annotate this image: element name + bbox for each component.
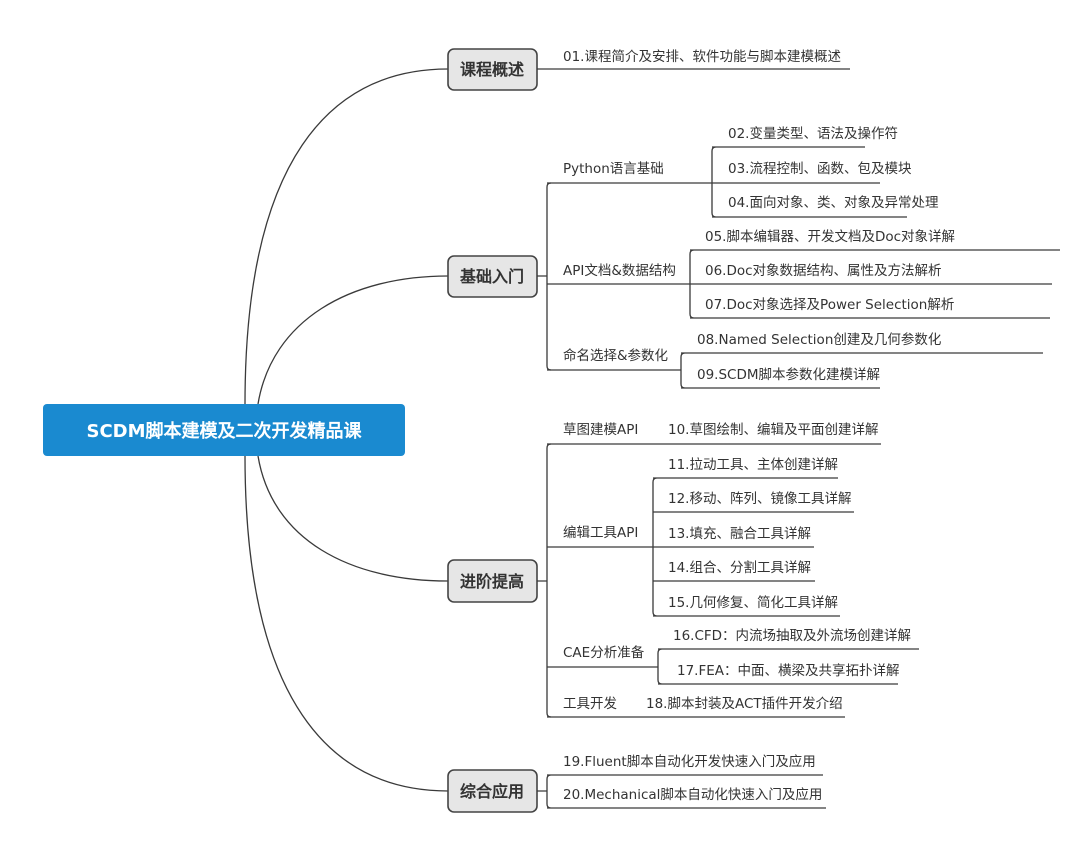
leaf-topic[interactable]: 06.Doc对象数据结构、属性及方法解析 xyxy=(705,263,942,279)
group-python-basics[interactable]: Python语言基础 xyxy=(563,160,664,177)
connector-curve xyxy=(257,275,449,405)
leaf-topic[interactable]: 13.填充、融合工具详解 xyxy=(668,526,811,542)
leaf-topic[interactable]: 09.SCDM脚本参数化建模详解 xyxy=(697,366,880,383)
leaf-lines xyxy=(711,146,907,218)
leaf-topic[interactable]: 03.流程控制、函数、包及模块 xyxy=(728,161,912,177)
leaf-topic[interactable]: 14.组合、分割工具详解 xyxy=(668,559,811,576)
leaf-topic[interactable]: 18.脚本封装及ACT插件开发介绍 xyxy=(646,696,843,712)
group-underlines xyxy=(547,182,712,371)
leaf-lines xyxy=(652,477,854,617)
section-title: 进阶提高 xyxy=(460,572,524,591)
leaf-topic[interactable]: 17.FEA：中面、横梁及共享拓扑详解 xyxy=(677,662,900,679)
group-tool-dev[interactable]: 工具开发 xyxy=(563,696,617,712)
root-box xyxy=(43,404,405,456)
section-title: 基础入门 xyxy=(459,267,524,286)
group-api-docs[interactable]: API文档&数据结构 xyxy=(563,263,676,279)
leaf-topic[interactable]: 02.变量类型、语法及操作符 xyxy=(728,126,898,142)
leaf-lines xyxy=(689,249,1060,319)
group-cae-prep[interactable]: CAE分析准备 xyxy=(563,644,645,661)
root-node[interactable]: SCDM脚本建模及二次开发精品课 xyxy=(43,404,405,456)
connector-curve xyxy=(244,68,449,405)
leaf-lines xyxy=(537,774,826,809)
leaf-topic[interactable]: 08.Named Selection创建及几何参数化 xyxy=(697,331,941,348)
section-applications[interactable]: 综合应用 xyxy=(447,769,538,813)
leaf-topic[interactable]: 15.几何修复、简化工具详解 xyxy=(668,594,838,611)
connector-curve xyxy=(257,455,449,582)
connector-curve xyxy=(244,455,449,792)
group-named-selection[interactable]: 命名选择&参数化 xyxy=(563,347,668,364)
leaf-topic[interactable]: 11.拉动工具、主体创建详解 xyxy=(668,457,838,473)
leaf-topic[interactable]: 10.草图绘制、编辑及平面创建详解 xyxy=(668,422,878,438)
leaf-topic[interactable]: 20.Mechanical脚本自动化快速入门及应用 xyxy=(563,786,822,803)
leaf-topic[interactable]: 07.Doc对象选择及Power Selection解析 xyxy=(705,297,954,313)
leaf-lines xyxy=(680,352,1043,389)
section-basics[interactable]: 基础入门 xyxy=(447,255,538,298)
leaf-topic[interactable]: 12.移动、阵列、镜像工具详解 xyxy=(668,491,851,507)
leaf-topic[interactable]: 04.面向对象、类、对象及异常处理 xyxy=(728,195,939,211)
root-title: SCDM脚本建模及二次开发精品课 xyxy=(86,420,362,442)
group-edit-tools-api[interactable]: 编辑工具API xyxy=(563,525,638,541)
bracket xyxy=(537,443,552,718)
section-title: 综合应用 xyxy=(460,782,524,801)
section-title: 课程概述 xyxy=(460,60,524,79)
leaf-topic[interactable]: 05.脚本编辑器、开发文档及Doc对象详解 xyxy=(705,229,955,245)
section-advanced[interactable]: 进阶提高 xyxy=(447,559,538,603)
leaf-topic[interactable]: 19.Fluent脚本自动化开发快速入门及应用 xyxy=(563,753,816,770)
section-course-overview[interactable]: 课程概述 xyxy=(447,48,538,91)
leaf-topic[interactable]: 16.CFD：内流场抽取及外流场创建详解 xyxy=(673,628,911,644)
bracket xyxy=(537,182,552,371)
leaf-topic[interactable]: 01.课程简介及安排、软件功能与脚本建模概述 xyxy=(563,48,841,65)
leaf-lines xyxy=(657,648,919,685)
group-sketch-api[interactable]: 草图建模API xyxy=(563,422,638,438)
group-underlines xyxy=(547,443,881,718)
